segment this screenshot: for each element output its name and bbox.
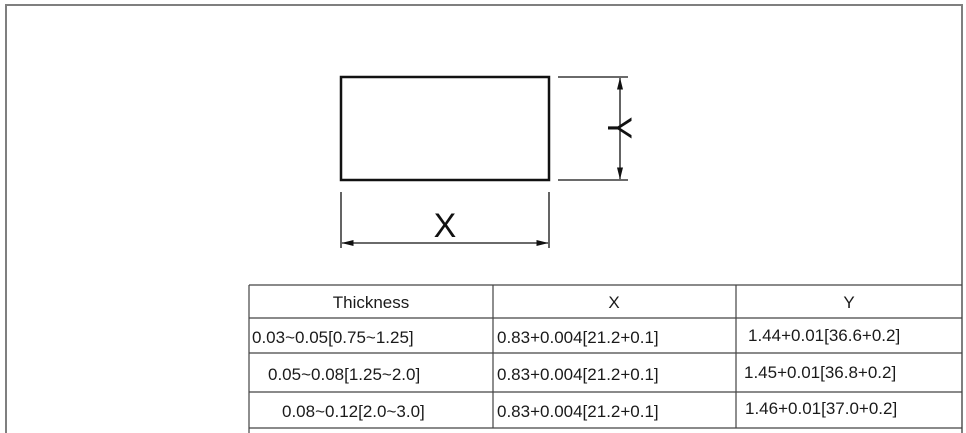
sheet-frame (5, 4, 963, 433)
table-header-thickness: Thickness (333, 293, 410, 312)
table-cell-thickness: 0.03~0.05[0.75~1.25] (252, 328, 414, 347)
table-cell-x: 0.83+0.004[21.2+0.1] (497, 328, 659, 347)
x-dimension: X (340, 192, 550, 248)
table-cell-x: 0.83+0.004[21.2+0.1] (497, 402, 659, 421)
table-header-y: Y (843, 293, 854, 312)
table-cell-thickness: 0.08~0.12[2.0~3.0] (282, 402, 425, 421)
table-cell-x: 0.83+0.004[21.2+0.1] (497, 365, 659, 384)
spec-table: Thickness X Y 0.03~0.05[0.75~1.25] 0.83+… (248, 284, 962, 433)
y-label: Y (600, 117, 638, 140)
table-cell-thickness: 0.05~0.08[1.25~2.0] (268, 365, 420, 384)
table-header-x: X (608, 293, 619, 312)
table-cell-y: 1.45+0.01[36.8+0.2] (744, 363, 896, 382)
part-outline (339, 75, 551, 182)
y-dimension: Y (558, 76, 638, 181)
x-label: X (434, 207, 457, 245)
table-cell-y: 1.44+0.01[36.6+0.2] (748, 326, 900, 345)
table-cell-y: 1.46+0.01[37.0+0.2] (745, 399, 897, 418)
